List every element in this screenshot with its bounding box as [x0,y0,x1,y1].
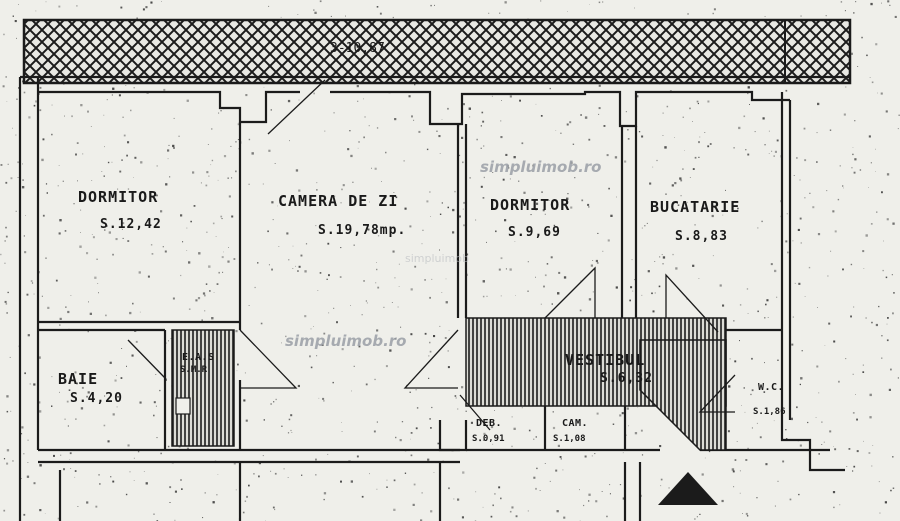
room-area-vestibul: S.6,32 [600,371,653,386]
room-name-cam: CAM. [562,418,588,429]
room-area-wc: S.1,86 [753,407,786,417]
room-name-eas: E.A.S [182,352,215,363]
room-area-deb: S.0,91 [472,434,505,444]
room-labels: DORMITOR S.12,42 CAMERA DE ZI S.19,78mp.… [58,188,786,444]
door-swings [127,79,736,431]
room-area-baie: S.4,20 [70,391,123,406]
hatched-areas [171,317,727,451]
room-name-camera-de-zi: CAMERA DE ZI [278,192,398,210]
room-area-cam: S.1,08 [553,434,586,444]
balcony-label: 3-10,87 [330,41,385,56]
watermark-middle: simpluimob.ro [285,332,406,350]
room-area-bucatarie: S.8,83 [675,229,728,244]
room-name-baie: BAIE [58,370,98,388]
balcony: 3-10,87 [22,18,852,85]
room-name-bucatarie: BUCATARIE [650,198,740,216]
walls [18,75,850,521]
room-name-dormitor-2: DORMITOR [490,196,570,214]
room-area-dormitor-2: S.9,69 [508,225,561,240]
room-name-wc: W.C. [758,382,784,393]
room-area-camera-de-zi: S.19,78mp. [318,223,406,238]
room-name-deb: DEB. [476,418,502,429]
watermark-top: simpluimob.ro [480,158,601,176]
room-area-dormitor-1: S.12,42 [100,217,162,232]
room-area-eas: S.M.R [180,365,208,375]
watermarks: simpluimob.ro simpluimob.ro simpluimob [285,158,601,350]
room-name-vestibul: VESTIBUL [565,351,645,369]
watermark-faint: simpluimob [405,252,469,265]
entrance-arrow-icon [658,472,718,505]
room-name-dormitor-1: DORMITOR [78,188,158,206]
